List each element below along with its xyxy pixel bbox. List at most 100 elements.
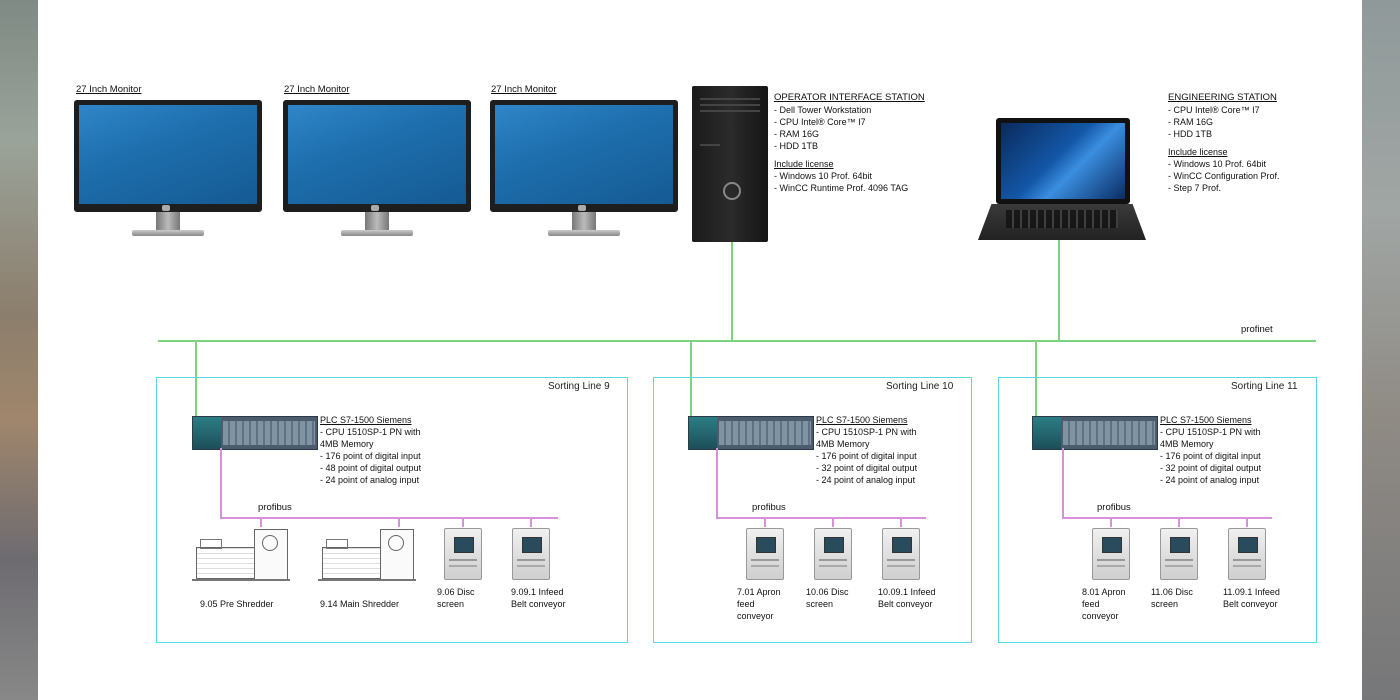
drive-icon [1160, 528, 1198, 580]
spec-line: - 24 point of analog input [320, 475, 420, 485]
background-left [0, 0, 38, 700]
drive-icon [444, 528, 482, 580]
drive-icon [882, 528, 920, 580]
plc-icon [688, 416, 814, 450]
device-label: 8.01 Apron feed conveyor [1082, 587, 1126, 621]
profibus-drop-line [900, 517, 902, 527]
license-title: Include license [1168, 147, 1228, 157]
profibus-drop-line [530, 517, 532, 527]
sorting-line-title: Sorting Line 10 [886, 381, 954, 392]
plc-title: PLC S7-1500 Siemens [1160, 415, 1252, 425]
profibus-drop-line [462, 517, 464, 527]
profibus-drop-line [764, 517, 766, 527]
monitor-icon [490, 90, 680, 240]
device-label: 10.09.1 Infeed Belt conveyor [878, 587, 936, 609]
profibus-label: profibus [1097, 502, 1131, 513]
operator-station-spec: OPERATOR INTERFACE STATION - Dell Tower … [774, 92, 925, 194]
spec-line: - HDD 1TB [1168, 129, 1213, 139]
spec-line: - 176 point of digital input [1160, 451, 1261, 461]
license-line: - Windows 10 Prof. 64bit [1168, 159, 1267, 169]
plc-title: PLC S7-1500 Siemens [816, 415, 908, 425]
sorting-line-title: Sorting Line 9 [548, 381, 610, 392]
spec-line: - 24 point of analog input [1160, 475, 1260, 485]
profinet-label: profinet [1241, 324, 1273, 335]
sorting-line-box [156, 377, 628, 643]
device-label: 10.06 Disc screen [806, 587, 849, 609]
profibus-label: profibus [752, 502, 786, 513]
profibus-drop-line [398, 517, 400, 527]
spec-line: - 32 point of digital output [1160, 463, 1262, 473]
spec-line: - RAM 16G [774, 129, 820, 139]
laptop-keyboard-icon [978, 204, 1146, 240]
profibus-drop-line [832, 517, 834, 527]
drive-icon [1092, 528, 1130, 580]
license-line: - Step 7 Prof. [1168, 183, 1222, 193]
profibus-drop-line [1246, 517, 1248, 527]
spec-line: 4MB Memory [816, 439, 870, 449]
spec-line: - CPU 1510SP-1 PN with [320, 427, 421, 437]
monitor-label: 27 Inch Monitor [284, 84, 350, 95]
spec-line: - CPU 1510SP-1 PN with [1160, 427, 1261, 437]
profibus-drop-line [260, 517, 262, 527]
device-label: 9.14 Main Shredder [320, 599, 400, 609]
profinet-drop-line [690, 340, 692, 418]
spec-line: - 176 point of digital input [816, 451, 917, 461]
license-title: Include license [774, 159, 834, 169]
profibus-bus-line [220, 517, 558, 519]
spec-line: - Dell Tower Workstation [774, 105, 872, 115]
plc-spec: PLC S7-1500 Siemens - CPU 1510SP-1 PN wi… [320, 414, 421, 486]
spec-line: - 48 point of digital output [320, 463, 422, 473]
monitor-icon [74, 90, 264, 240]
background-right [1362, 0, 1400, 700]
profinet-drop-line [195, 340, 197, 418]
spec-line: - RAM 16G [1168, 117, 1214, 127]
sorting-line-box [653, 377, 972, 643]
spec-line: - CPU Intel® Core™ I7 [774, 117, 866, 127]
profinet-drop-line [731, 242, 733, 341]
drive-icon [814, 528, 852, 580]
profinet-drop-line [1058, 240, 1060, 341]
profibus-bus-line [716, 517, 926, 519]
plc-spec: PLC S7-1500 Siemens - CPU 1510SP-1 PN wi… [816, 414, 917, 486]
device-label: 9.06 Disc screen [437, 587, 475, 609]
license-line: - WinCC Runtime Prof. 4096 TAG [774, 183, 909, 193]
drive-icon [512, 528, 550, 580]
spec-line: - 24 point of analog input [816, 475, 916, 485]
plc-title: PLC S7-1500 Siemens [320, 415, 412, 425]
spec-line: - CPU 1510SP-1 PN with [816, 427, 917, 437]
device-label: 7.01 Apron feed conveyor [737, 587, 781, 621]
profinet-drop-line [1035, 340, 1037, 418]
engineering-station-title: ENGINEERING STATION [1168, 92, 1277, 103]
monitor-label: 27 Inch Monitor [491, 84, 557, 95]
device-label: 11.09.1 Infeed Belt conveyor [1223, 587, 1280, 609]
monitor-label: 27 Inch Monitor [76, 84, 142, 95]
sorting-line-box [998, 377, 1317, 643]
profinet-bus-line [158, 340, 1316, 342]
plc-icon [1032, 416, 1158, 450]
monitor-icon [283, 90, 473, 240]
license-line: - WinCC Configuration Prof. [1168, 171, 1280, 181]
device-label: 9.05 Pre Shredder [200, 599, 274, 609]
spec-line: 4MB Memory [1160, 439, 1214, 449]
drive-icon [1228, 528, 1266, 580]
drive-icon [746, 528, 784, 580]
operator-station-title: OPERATOR INTERFACE STATION [774, 92, 925, 103]
profibus-drop-line [220, 448, 222, 518]
license-line: - Windows 10 Prof. 64bit [774, 171, 873, 181]
spec-line: 4MB Memory [320, 439, 374, 449]
plc-spec: PLC S7-1500 Siemens - CPU 1510SP-1 PN wi… [1160, 414, 1261, 486]
spec-line: - HDD 1TB [774, 141, 819, 151]
spec-line: - 176 point of digital input [320, 451, 421, 461]
shredder-icon [318, 525, 418, 587]
tower-workstation-icon [692, 86, 768, 242]
profibus-drop-line [1062, 448, 1064, 518]
profibus-drop-line [1178, 517, 1180, 527]
sorting-line-title: Sorting Line 11 [1231, 381, 1298, 392]
profibus-label: profibus [258, 502, 292, 513]
shredder-icon [192, 525, 292, 587]
spec-line: - CPU Intel® Core™ I7 [1168, 105, 1260, 115]
profibus-drop-line [716, 448, 718, 518]
profibus-bus-line [1062, 517, 1272, 519]
device-label: 9.09.1 Infeed Belt conveyor [511, 587, 566, 609]
device-label: 11.06 Disc screen [1151, 587, 1193, 609]
